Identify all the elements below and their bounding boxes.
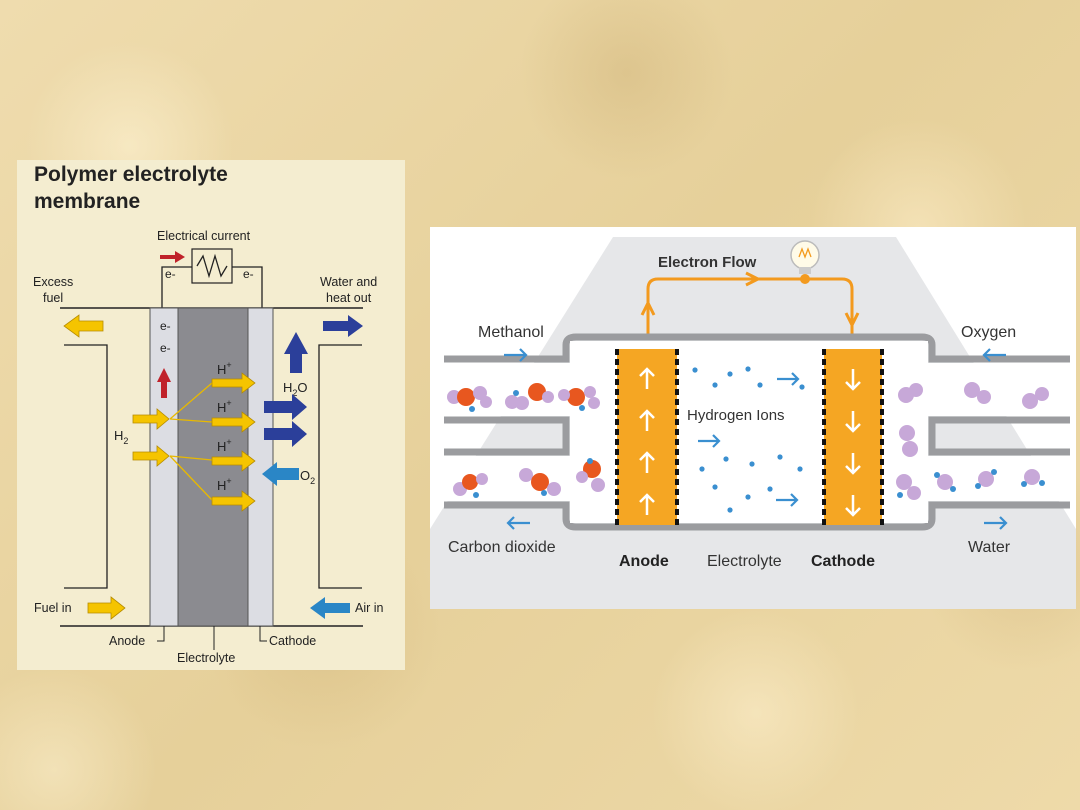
ion-flow-arrows	[698, 372, 800, 507]
methanol-label: Methanol	[478, 324, 544, 341]
fuel-in-arrow-icon	[87, 596, 126, 620]
air-in-arrow-icon	[310, 597, 350, 619]
pem-title-line1: Polymer electrolyte	[34, 163, 228, 186]
excess-fuel-arrow-icon	[63, 314, 104, 338]
cathode-layer	[247, 307, 274, 627]
water-arrow-lower-icon	[264, 421, 307, 447]
light-bulb-icon	[790, 240, 820, 274]
proton-group-1: H+	[211, 360, 256, 394]
anode-layer	[149, 307, 179, 627]
oxygen-molecules	[896, 382, 1049, 500]
hydrogen-ion-dots	[692, 366, 805, 513]
water-heat-label-1: Water and	[320, 275, 377, 289]
dmfc-diagram-svg: Electron Flow Hydrogen Ions	[430, 237, 1076, 609]
anode-label: Anode	[619, 553, 669, 570]
hydrogen-ions-label: Hydrogen Ions	[687, 407, 785, 424]
electron-flow-label: Electron Flow	[658, 254, 757, 271]
excess-fuel-label-2: fuel	[43, 291, 63, 305]
anode-label: Anode	[109, 634, 145, 648]
cathode-down-arrows	[845, 369, 861, 517]
electron-up-arrow-icon	[157, 368, 171, 398]
cathode-label: Cathode	[269, 634, 316, 648]
electrical-current-label: Electrical current	[157, 229, 251, 243]
h2-arrow-lower-icon	[132, 445, 170, 467]
electron-label-anode-1: e-	[160, 319, 171, 333]
methanol-molecules	[447, 383, 605, 498]
proton-arrow-icon	[211, 372, 256, 394]
svg-text:H+: H+	[217, 360, 232, 377]
proton-group-2: H+	[211, 398, 256, 433]
water-arrow-upper-icon	[264, 394, 307, 420]
cell-top-wall	[444, 333, 1070, 363]
proton-arrow-icon	[211, 450, 256, 472]
h2-arrow-upper-icon	[132, 408, 170, 430]
proton-group-4: H+	[211, 476, 256, 512]
pem-title-line2: membrane	[34, 190, 140, 213]
h2o-label: H2O	[283, 380, 308, 398]
carbon-dioxide-label: Carbon dioxide	[448, 539, 556, 556]
o2-label: O2	[300, 468, 315, 486]
dmfc-diagram: Electron Flow Hydrogen Ions	[430, 227, 1076, 609]
svg-text:H+: H+	[217, 398, 232, 415]
right-separator	[928, 416, 1070, 456]
water-heat-label-2: heat out	[326, 291, 372, 305]
proton-arrow-icon	[211, 411, 256, 433]
electrolyte-layer	[177, 307, 249, 627]
current-arrow-icon	[160, 251, 185, 263]
cell-bottom-wall	[444, 501, 1070, 531]
left-separator	[444, 416, 570, 456]
h2-label: H2	[114, 428, 128, 446]
water-label: Water	[968, 539, 1011, 556]
electrolyte-label: Electrolyte	[707, 553, 782, 570]
fuel-in-label: Fuel in	[34, 601, 72, 615]
oxygen-in-arrow-icon	[982, 348, 1006, 362]
electron-label-right-wire: e-	[243, 267, 254, 281]
h2o-up-arrow-icon	[284, 332, 308, 373]
proton-rays	[169, 382, 213, 501]
pem-diagram: Polymer electrolyte membrane Electrical …	[17, 160, 405, 670]
methanol-in-arrow-icon	[504, 348, 528, 362]
pem-diagram-svg: Polymer electrolyte membrane Electrical …	[33, 163, 384, 665]
air-in-label: Air in	[355, 601, 384, 615]
o2-arrow-icon	[262, 462, 299, 486]
electron-circuit-wire	[646, 277, 854, 337]
proton-arrow-icon	[211, 490, 256, 512]
circuit-wire	[161, 266, 263, 308]
water-out-arrow-icon	[323, 315, 363, 337]
co2-out-arrow-icon	[506, 516, 530, 530]
electron-label-anode-2: e-	[160, 341, 171, 355]
water-out-arrow-icon	[984, 516, 1008, 530]
excess-fuel-label-1: Excess	[33, 275, 73, 289]
svg-text:H+: H+	[217, 476, 232, 493]
proton-group-3: H+	[211, 437, 256, 472]
oxygen-label: Oxygen	[961, 324, 1016, 341]
electrolyte-label: Electrolyte	[177, 651, 235, 665]
air-channel	[318, 344, 362, 589]
svg-text:H+: H+	[217, 437, 232, 454]
anode-up-arrows	[639, 367, 655, 515]
fuel-channel	[64, 344, 108, 589]
electron-label-left-wire: e-	[165, 267, 176, 281]
cathode-label: Cathode	[811, 553, 875, 570]
